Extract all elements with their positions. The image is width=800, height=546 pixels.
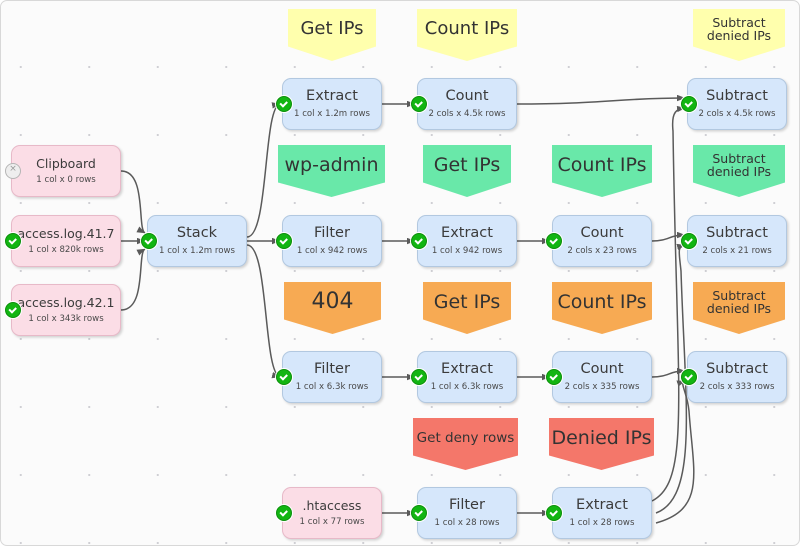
node-title: Clipboard	[36, 156, 96, 172]
banner-label: Count IPs	[557, 290, 647, 313]
banner-label: Subtract denied IPs	[706, 14, 772, 43]
node-title: Extract	[306, 88, 358, 105]
banner-label: 404	[311, 289, 354, 315]
node-shape-summary: 1 col x 28 rows	[569, 517, 635, 528]
node-shape-summary: 1 col x 942 rows	[431, 245, 503, 256]
node-stack[interactable]: Stack 1 col x 1.2m rows	[141, 215, 247, 267]
node-title: Subtract	[706, 225, 768, 242]
banner-b-countips-2[interactable]: Count IPs	[552, 145, 652, 197]
node-title: Extract	[441, 361, 493, 378]
status-ok-icon	[546, 505, 562, 521]
status-ok-icon	[411, 96, 427, 112]
banner-b-deniedips[interactable]: Denied IPs	[549, 418, 654, 470]
node-title: Count	[580, 361, 624, 378]
banner-label: wp-admin	[284, 153, 379, 176]
node-shape-summary: 2 cols x 335 rows	[564, 381, 640, 392]
banner-label: Get IPs	[433, 153, 501, 176]
node-title: Count	[580, 225, 624, 242]
node-shape-summary: 1 col x 28 rows	[434, 517, 500, 528]
banner-label: Get deny rows	[416, 429, 515, 446]
banner-label: Count IPs	[557, 153, 647, 176]
node-shape-summary: 1 col x 1.2m rows	[159, 245, 235, 256]
node-title: Count	[445, 88, 489, 105]
node-count-r2[interactable]: Count 2 cols x 23 rows	[546, 215, 652, 267]
node-shape-summary: 1 col x 6.3k rows	[430, 381, 504, 392]
banner-b-subtract-2[interactable]: Subtract denied IPs	[693, 145, 785, 197]
banner-b-getips-3[interactable]: Get IPs	[423, 282, 511, 334]
banner-b-subtract-3[interactable]: Subtract denied IPs	[693, 282, 785, 334]
node-shape-summary: 1 col x 77 rows	[299, 516, 365, 527]
node-shape-summary: 2 cols x 4.5k rows	[428, 108, 506, 119]
banner-label: Count IPs	[424, 18, 510, 40]
status-ok-icon	[276, 505, 292, 521]
node-shape-summary: 1 col x 942 rows	[296, 245, 368, 256]
banner-b-getips-1[interactable]: Get IPs	[288, 9, 376, 61]
node-subtract-r1[interactable]: Subtract 2 cols x 4.5k rows	[681, 78, 787, 130]
node-title: access.log.41.7	[17, 226, 115, 242]
banner-b-subtract-1[interactable]: Subtract denied IPs	[693, 9, 785, 61]
node-title: Subtract	[706, 88, 768, 105]
node-shape-summary: 1 col x 0 rows	[36, 174, 96, 185]
status-ok-icon	[681, 233, 697, 249]
node-log417[interactable]: access.log.41.7 1 col x 820k rows	[5, 215, 121, 267]
node-subtract-r3[interactable]: Subtract 2 cols x 333 rows	[681, 351, 787, 403]
node-title: Extract	[576, 497, 628, 514]
banner-b-getips-2[interactable]: Get IPs	[423, 145, 511, 197]
node-shape-summary: 1 col x 820k rows	[28, 244, 104, 255]
node-title: Subtract	[706, 361, 768, 378]
node-title: access.log.42.1	[17, 295, 115, 311]
node-htaccess[interactable]: .htaccess 1 col x 77 rows	[276, 487, 382, 539]
node-title: Filter	[314, 361, 350, 378]
node-shape-summary: 2 cols x 23 rows	[567, 245, 637, 256]
status-ok-icon	[5, 233, 21, 249]
node-count-r3[interactable]: Count 2 cols x 335 rows	[546, 351, 652, 403]
node-clipboard[interactable]: Clipboard 1 col x 0 rows	[5, 145, 121, 197]
status-ok-icon	[546, 233, 562, 249]
node-subtract-r2[interactable]: Subtract 2 cols x 21 rows	[681, 215, 787, 267]
banner-label: Get IPs	[300, 18, 364, 40]
status-ok-icon	[276, 96, 292, 112]
banner-b-wpadmin[interactable]: wp-admin	[278, 145, 385, 197]
status-empty-icon	[5, 162, 21, 179]
status-ok-icon	[276, 369, 292, 385]
node-filter-r3[interactable]: Filter 1 col x 6.3k rows	[276, 351, 382, 403]
banner-b-getdeny[interactable]: Get deny rows	[413, 418, 518, 470]
status-ok-icon	[546, 369, 562, 385]
status-ok-icon	[5, 302, 21, 318]
node-shape-summary: 2 cols x 21 rows	[702, 245, 772, 256]
status-ok-icon	[141, 233, 157, 249]
node-title: .htaccess	[302, 498, 362, 514]
node-title: Filter	[314, 225, 350, 242]
banner-label: Subtract denied IPs	[706, 150, 772, 179]
node-shape-summary: 2 cols x 333 rows	[699, 381, 775, 392]
node-shape-summary: 1 col x 343k rows	[28, 313, 104, 324]
node-filter-r4[interactable]: Filter 1 col x 28 rows	[411, 487, 517, 539]
banner-label: Subtract denied IPs	[706, 287, 772, 316]
node-extract-r2[interactable]: Extract 1 col x 942 rows	[411, 215, 517, 267]
node-log421[interactable]: access.log.42.1 1 col x 343k rows	[5, 284, 121, 336]
banner-label: Denied IPs	[551, 426, 652, 449]
banner-b-countips-1[interactable]: Count IPs	[417, 9, 517, 61]
status-ok-icon	[276, 233, 292, 249]
node-shape-summary: 2 cols x 4.5k rows	[698, 108, 776, 119]
node-title: Stack	[176, 225, 218, 242]
node-shape-summary: 1 col x 1.2m rows	[294, 108, 370, 119]
banner-b-404[interactable]: 404	[284, 282, 381, 334]
banner-b-countips-3[interactable]: Count IPs	[552, 282, 652, 334]
status-ok-icon	[411, 369, 427, 385]
status-ok-icon	[681, 369, 697, 385]
node-title: Extract	[441, 225, 493, 242]
node-filter-r2[interactable]: Filter 1 col x 942 rows	[276, 215, 382, 267]
node-count-r1[interactable]: Count 2 cols x 4.5k rows	[411, 78, 517, 130]
node-title: Filter	[449, 497, 485, 514]
status-ok-icon	[411, 233, 427, 249]
node-shape-summary: 1 col x 6.3k rows	[295, 381, 369, 392]
status-ok-icon	[411, 505, 427, 521]
node-extract-r3[interactable]: Extract 1 col x 6.3k rows	[411, 351, 517, 403]
node-extract-r1[interactable]: Extract 1 col x 1.2m rows	[276, 78, 382, 130]
status-ok-icon	[681, 96, 697, 112]
node-extract-r4[interactable]: Extract 1 col x 28 rows	[546, 487, 652, 539]
banner-label: Get IPs	[433, 290, 501, 313]
